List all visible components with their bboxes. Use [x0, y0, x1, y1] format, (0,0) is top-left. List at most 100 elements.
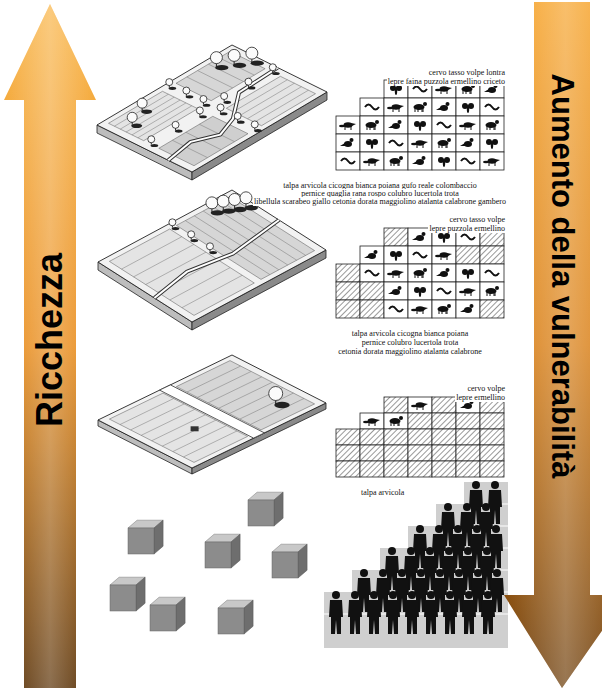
bird-icon — [484, 89, 489, 92]
tree-crown — [229, 193, 241, 205]
fox-icon — [441, 255, 447, 260]
tree-crown — [240, 192, 252, 204]
grid-cell — [480, 461, 504, 477]
fox-icon — [399, 271, 404, 274]
insect-icon — [371, 141, 373, 149]
grid-cell — [360, 152, 384, 170]
person-head — [436, 569, 444, 577]
grid-cell — [432, 246, 456, 264]
insect-icon — [491, 141, 493, 149]
person-body — [348, 600, 362, 634]
bird-icon — [368, 253, 376, 259]
grid-cell — [384, 461, 408, 477]
person-head — [454, 525, 462, 533]
grid-cell — [432, 134, 456, 152]
bird-icon — [446, 268, 450, 272]
grid-cell — [408, 397, 432, 413]
fox-icon — [423, 307, 428, 310]
fox-icon — [447, 253, 452, 256]
grid-cell — [336, 134, 360, 152]
grid-cell — [480, 116, 504, 134]
grid-cell — [408, 445, 432, 461]
fox-icon — [417, 405, 423, 410]
animal-icon — [423, 102, 427, 106]
grid-cell — [360, 98, 384, 116]
furrow — [254, 90, 308, 122]
fox-icon — [411, 405, 417, 408]
grid-cell — [432, 152, 456, 170]
cube-front — [248, 500, 274, 526]
person-head — [463, 503, 471, 511]
person-head — [484, 591, 492, 599]
fox-icon — [363, 421, 369, 424]
tree-shadow — [215, 65, 228, 70]
animal-icon — [463, 89, 471, 94]
person-head — [446, 591, 454, 599]
fox-icon — [363, 161, 369, 164]
furrow — [152, 415, 206, 441]
river-bank — [154, 220, 279, 298]
grid-cell — [384, 98, 408, 116]
fox-icon — [423, 141, 428, 144]
people-crowd — [324, 481, 508, 648]
grid-cell — [432, 98, 456, 116]
snake-icon — [389, 307, 403, 312]
grid-cell — [360, 300, 384, 318]
furrow — [221, 201, 306, 255]
furrow — [121, 237, 181, 269]
animal-icon — [399, 156, 403, 160]
person-body — [462, 600, 476, 634]
axis-label: Aumento della vulnerabilità — [545, 74, 580, 479]
grid-cell — [360, 429, 384, 445]
fox-icon — [435, 89, 441, 92]
fox-icon — [471, 289, 476, 292]
cube-front — [205, 542, 231, 568]
tree-shadow — [222, 208, 235, 213]
person-body — [424, 600, 438, 634]
grid-cell — [384, 134, 408, 152]
insect-icon — [443, 159, 445, 167]
fox-icon — [339, 125, 345, 128]
tree-crown — [137, 98, 147, 108]
furrow — [219, 382, 273, 408]
grid-cell — [480, 264, 504, 282]
fox-icon — [345, 125, 351, 130]
grid-cell — [336, 152, 360, 170]
tree-crown — [221, 93, 228, 100]
grid-cell — [432, 264, 456, 282]
grid-cell — [360, 246, 384, 264]
furrow — [212, 206, 297, 260]
grid-cell — [336, 300, 360, 318]
grid-cell — [432, 116, 456, 134]
furrow — [187, 77, 222, 94]
person-head — [351, 591, 359, 599]
grid-cell — [408, 300, 432, 318]
species-list-box: lepre puzzola ermellino — [428, 217, 506, 235]
furrow — [240, 393, 294, 419]
grid-cell — [336, 282, 360, 300]
animal-icon — [415, 273, 423, 278]
cube-side — [298, 544, 307, 578]
bird-icon — [460, 405, 465, 408]
cube-front — [128, 528, 154, 554]
species-list: cervo volpe — [466, 384, 506, 393]
species-list: cervo tasso volpe lontra — [428, 68, 506, 77]
bird-icon — [460, 309, 465, 312]
grid-cell — [408, 282, 432, 300]
wealth-cubes — [110, 492, 307, 634]
grid-cell — [456, 445, 480, 461]
animal-icon — [439, 309, 447, 314]
slab-top — [97, 45, 327, 172]
person-head — [465, 591, 473, 599]
species-list: lepre puzzola ermellino — [428, 224, 506, 233]
cube-front — [218, 608, 244, 634]
animal-icon — [391, 421, 399, 426]
cube-front — [110, 585, 136, 611]
bird-icon — [436, 273, 441, 276]
animal-icon — [487, 125, 495, 130]
person-body — [405, 600, 419, 634]
grid-cell — [480, 282, 504, 300]
species-list: lepre faina puzzola ermellino criceto — [387, 77, 506, 86]
person-head — [332, 591, 340, 599]
